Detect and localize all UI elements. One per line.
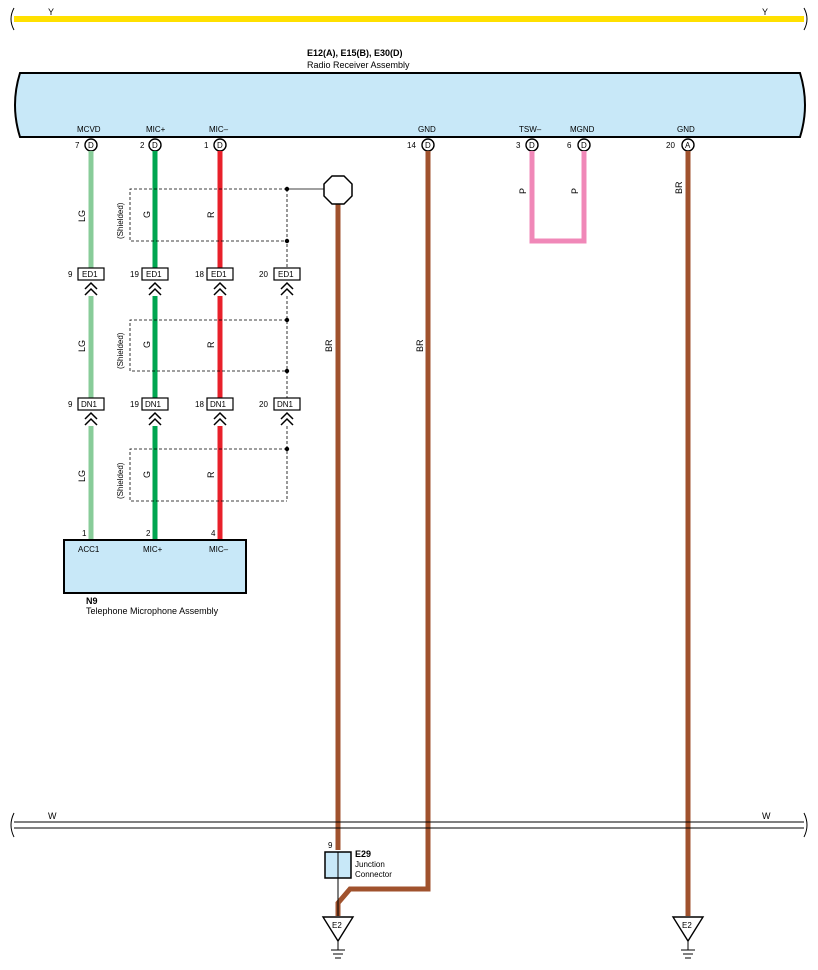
radio-pin-label-mgnd: MGND (570, 125, 595, 134)
ed1-label-g: ED1 (146, 270, 162, 279)
ed1-pin-19: 19 (130, 270, 139, 279)
radio-pin-circles (84, 138, 695, 152)
radio-pin-label-mic-minus: MIC– (209, 125, 229, 134)
dn1-pin-19: 19 (130, 400, 139, 409)
wire-label-p-1: P (518, 188, 528, 194)
ed1-pin-18: 18 (195, 270, 204, 279)
bottom-bus-label-right: W (762, 811, 771, 821)
shield-ground-octagon (323, 175, 353, 205)
top-bus: Y Y (10, 7, 808, 31)
ed1-connector: 9 19 18 20 ED1 ED1 ED1 ED1 (68, 267, 301, 296)
wire-labels: LG LG LG G G G R R R BR BR P P BR (77, 181, 684, 482)
wire-label-g-1: G (142, 211, 152, 218)
junction-connector-e29: 9 E29 Junction Connector (324, 841, 392, 916)
radio-pin-num-14: 14 (407, 141, 416, 150)
mic-pin-num-4: 4 (211, 529, 216, 538)
wire-label-lg-3: LG (77, 470, 87, 482)
wire-label-br-shield: BR (324, 339, 334, 352)
radio-pin-num-1: 1 (204, 141, 209, 150)
ground-label-right: E2 (682, 921, 692, 930)
ed1-label-drain: ED1 (278, 270, 294, 279)
radio-pin-conn-1: D (217, 141, 223, 150)
wire-label-r-1: R (206, 211, 216, 218)
ed1-pin-20: 20 (259, 270, 268, 279)
shield-boxes: (Shielded) (Shielded) (Shielded) (116, 186, 326, 502)
mic-pin-label-mic-minus: MIC– (209, 545, 229, 554)
wire-label-lg-1: LG (77, 210, 87, 222)
mic-name-label: Telephone Microphone Assembly (86, 606, 219, 616)
radio-pin-conn-2: D (152, 141, 158, 150)
junction-pin: 9 (328, 841, 333, 850)
junction-line2: Connector (355, 870, 392, 879)
ed1-label-r: ED1 (211, 270, 227, 279)
ed1-pin-9: 9 (68, 270, 73, 279)
dn1-pin-9: 9 (68, 400, 73, 409)
dn1-label-drain: DN1 (277, 400, 294, 409)
wire-label-g-2: G (142, 341, 152, 348)
ground-e2-right: E2 (671, 916, 705, 959)
shield-label-1: (Shielded) (116, 202, 125, 239)
dn1-label-r: DN1 (210, 400, 227, 409)
microphone-assembly: 1 2 4 ACC1 MIC+ MIC– N9 Telephone Microp… (63, 529, 247, 616)
wire-label-g-3: G (142, 471, 152, 478)
wire-label-lg-2: LG (77, 340, 87, 352)
mic-pin-label-acc1: ACC1 (78, 545, 100, 554)
ground-e2-left: E2 (321, 916, 355, 959)
radio-pin-num-6: 6 (567, 141, 572, 150)
wire-label-r-3: R (206, 471, 216, 478)
radio-pin-num-20: 20 (666, 141, 675, 150)
mic-pin-num-2: 2 (146, 529, 151, 538)
mic-pin-label-mic-plus: MIC+ (143, 545, 163, 554)
mic-code-label: N9 (86, 596, 98, 606)
wire-label-r-2: R (206, 341, 216, 348)
ed1-label-lg: ED1 (82, 270, 98, 279)
junction-line1: Junction (355, 860, 385, 869)
radio-pin-label-gnd-14: GND (418, 125, 436, 134)
wires (88, 151, 691, 916)
radio-name-label: Radio Receiver Assembly (307, 60, 410, 70)
radio-pin-conn-6: D (581, 141, 587, 150)
dn1-pin-18: 18 (195, 400, 204, 409)
shield-label-2: (Shielded) (116, 332, 125, 369)
bottom-bus-label-left: W (48, 811, 57, 821)
radio-pin-label-tsw: TSW– (519, 125, 542, 134)
radio-pin-num-3: 3 (516, 141, 521, 150)
radio-connectors-label: E12(A), E15(B), E30(D) (307, 48, 403, 58)
dn1-label-g: DN1 (145, 400, 162, 409)
top-bus-label-right: Y (762, 7, 768, 17)
radio-pins: MCVD MIC+ MIC– GND TSW– MGND GND 7 2 1 1… (75, 125, 695, 152)
wire-label-br-gnd20: BR (674, 181, 684, 194)
radio-pin-label-mcvd: MCVD (77, 125, 101, 134)
dn1-connector: 9 19 18 20 DN1 DN1 DN1 DN1 (68, 397, 301, 426)
top-bus-label-left: Y (48, 7, 54, 17)
junction-code: E29 (355, 849, 371, 859)
radio-pin-num-7: 7 (75, 141, 80, 150)
radio-pin-num-2: 2 (140, 141, 145, 150)
radio-pin-label-gnd-20: GND (677, 125, 695, 134)
ground-label-left: E2 (332, 921, 342, 930)
radio-pin-label-mic-plus: MIC+ (146, 125, 166, 134)
bottom-bus: W W (10, 811, 808, 838)
wire-label-p-2: P (570, 188, 580, 194)
radio-receiver-assembly: E12(A), E15(B), E30(D) Radio Receiver As… (14, 48, 806, 138)
dn1-label-lg: DN1 (81, 400, 98, 409)
dn1-pin-20: 20 (259, 400, 268, 409)
radio-pin-conn-3: D (529, 141, 535, 150)
radio-pin-conn-20: A (685, 141, 691, 150)
wire-label-br-gnd14: BR (415, 339, 425, 352)
shield-label-3: (Shielded) (116, 462, 125, 499)
radio-pin-conn-7: D (88, 141, 94, 150)
mic-pin-num-1: 1 (82, 529, 87, 538)
radio-pin-conn-14: D (425, 141, 431, 150)
